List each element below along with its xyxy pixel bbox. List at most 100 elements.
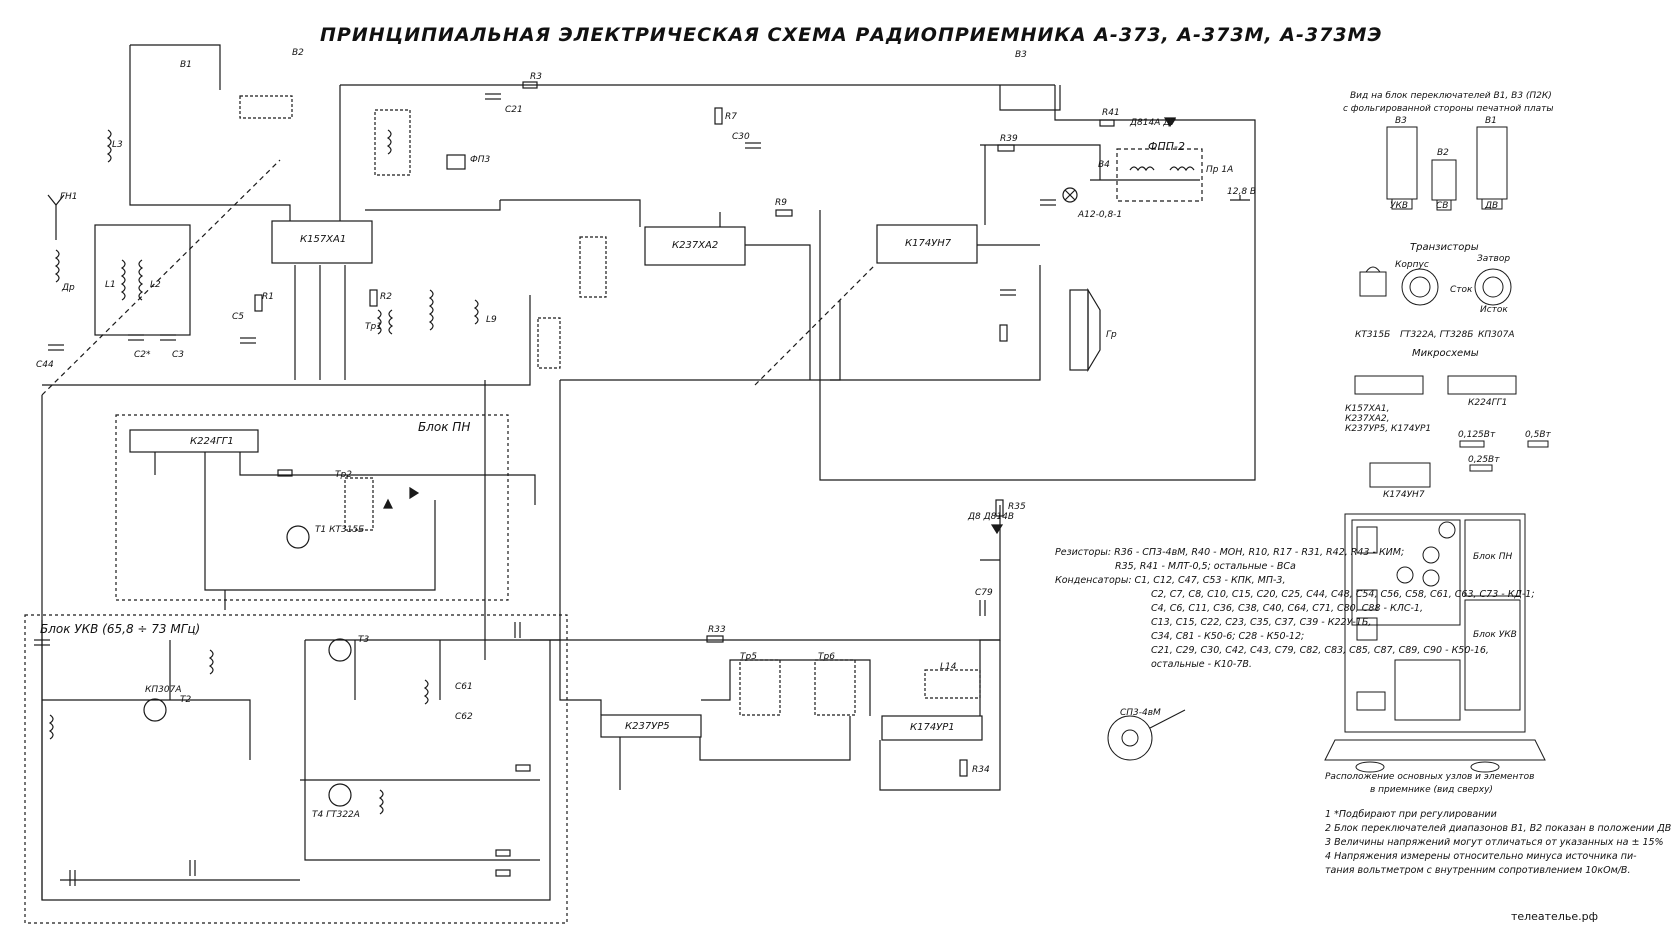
ic-u6-label: К174УН7 [905,238,952,249]
cap-c30-label: С30 [732,132,750,142]
switch-b3-title: В3 [1395,116,1407,126]
capacitors-line-5: С34, С81 - К50-6; С28 - К50-12; [1151,631,1305,642]
footnote-3: 3 Величины напряжений могут отличаться о… [1325,837,1664,848]
microchip-group-b: К224ГГ1 [1468,398,1508,408]
ic-u1-body [271,220,373,264]
footnote-4: 4 Напряжения измерены относительно минус… [1325,851,1637,862]
block-ukv-label: Блок УКВ (65,8 ÷ 73 МГц) [40,622,201,636]
zatvor-label: Затвор [1477,254,1511,264]
transistor-kt315-label: КТ315Б [1355,330,1391,340]
tp5-label: Тр5 [740,652,757,662]
choke-label: Др [62,283,75,293]
switch-b1-title: В1 [1485,116,1497,126]
res-r3-label: R3 [530,72,542,82]
res-r1-label: R1 [262,292,274,302]
cap-c61-label: С61 [455,682,473,692]
band-dv-label: ДВ [1485,201,1499,211]
resistors-line-2: R35, R41 - МЛТ-0,5; остальные - ВСа [1115,561,1296,572]
transistor-kp307-label: КП307А [1478,330,1515,340]
capacitors-line-3: С4, С6, С11, С36, С38, С40, С64, С71, С8… [1151,603,1423,614]
component-specs: Резисторы: R36 - СП3-4вМ, R40 - МОН, R10… [1055,546,1535,672]
placement-block-ukv: Блок УКВ [1473,630,1517,640]
fuse-label: Пр 1А [1206,165,1234,175]
microchip-group-c: К174УН7 [1383,490,1425,500]
switch-b1-label: В1 [180,60,192,70]
ic-u5-body [881,715,983,741]
ic-u2-body [644,226,746,266]
fet-label: КП307А [145,685,182,695]
block-ukv-frame [24,614,568,924]
antenna-label: ГН1 [60,192,78,202]
footnote-4-cont: тания вольтметром с внутренним сопротивл… [1325,865,1631,876]
cap-c62-label: С62 [455,712,473,722]
resistors-heading: Резисторы: [1055,547,1112,558]
capacitors-line-6: С21, С29, С30, С42, С43, С79, С82, С83, … [1151,645,1489,656]
placement-block-pn: Блок ПН [1473,552,1513,562]
res-r41-label: R41 [1102,108,1120,118]
resistor-0125w-label: 0,125Вт [1458,430,1496,440]
coil-l1-label: L1 [105,280,116,290]
watermark: телеателье.рф [1510,910,1598,923]
block-pn-frame [115,414,509,601]
placement-caption-1: Расположение основных узлов и элементов [1325,772,1535,782]
ic-u2-label: К237ХА2 [672,240,719,251]
transistor-t4-label: Т4 ГТ322А [312,810,360,820]
transistor-t1-label: Т1 КТ315Б [315,525,365,535]
coil-l3-label: L3 [112,140,123,150]
switch-b3-label: В3 [1015,50,1027,60]
speaker-label: Гр [1106,330,1117,340]
coil-l2-label: L2 [150,280,161,290]
ic-u3-body [129,429,259,453]
schematic-title: ПРИНЦИПИАЛЬНАЯ ЭЛЕКТРИЧЕСКАЯ СХЕМА РАДИО… [320,24,1383,46]
transistor-t2-label: Т2 [180,695,192,705]
res-r9-label: R9 [775,198,787,208]
tp2-label: Тр2 [335,470,352,480]
istok-label: Исток [1480,305,1508,315]
diode-d8-label: Д8 Д814В [968,512,1015,522]
transistor-t3-label: Т3 [358,635,370,645]
res-r39-label: R39 [1000,134,1018,144]
diode-d7-label: Д814А Д7 [1130,118,1176,128]
cap-c3-label: С3 [172,350,185,360]
ic-u5-label: К174УР1 [910,722,955,733]
footnote-2: 2 Блок переключателей диапазонов В1, В2 … [1325,823,1671,834]
ic-u4-label: К237УР5 [625,721,670,732]
supply-voltage-label: 12,8 В [1227,187,1257,197]
switch-b2-label: В2 [292,48,304,58]
capacitors-line-7: остальные - К10-7В. [1151,659,1252,670]
schematic-drawing [24,44,1549,924]
potentiometer-label: СП3-4вМ [1120,708,1161,718]
footnote-1: 1 *Подбирают при регулировании [1325,809,1497,820]
transistor-gt322-label: ГТ322А, ГТ328Б [1400,330,1474,340]
cap-c21-label: С21 [505,105,523,115]
tp1-label: Тр1 [365,322,382,332]
tp6-label: Тр6 [818,652,835,662]
res-r2-label: R2 [380,292,392,302]
microchip-group-a: К157ХА1, К237ХА2, К237УР5, К174УР1 [1345,404,1432,434]
capacitors-line-2: С2, С7, С8, С10, С15, С20, С25, С44, С48… [1151,589,1535,600]
coil-l14-label: L14 [940,662,957,672]
block-pn-label: Блок ПН [418,420,471,434]
capacitors-line-1: С1, С12, С47, С53 - КПК, МП-3, [1134,575,1286,586]
microchips-heading: Микросхемы [1412,348,1479,359]
resistor-025w-label: 0,25Вт [1468,455,1500,465]
resistor-05w-label: 0,5Вт [1525,430,1551,440]
res-r34-label: R34 [972,765,990,775]
ic-u4-body [600,714,702,738]
capacitors-heading: Конденсаторы: [1055,575,1132,586]
transistors-heading: Транзисторы [1410,242,1479,253]
res-r33-label: R33 [708,625,726,635]
placement-caption-2: в приемнике (вид сверху) [1370,785,1493,795]
filter-fp3-label: ФП3 [470,155,491,165]
res-r7-label: R7 [725,112,737,122]
cap-c44-label: С44 [36,360,54,370]
cap-c5-label: С5 [232,312,245,322]
cap-c79-label: С79 [975,588,993,598]
switch-b2-title: В2 [1437,148,1449,158]
band-ukv-label: УКВ [1390,201,1409,211]
fpp-label: ФПП-2 [1148,140,1185,153]
ic-u3-label: К224ГГ1 [190,436,234,447]
band-sv-label: СВ [1436,201,1449,211]
footnotes: 1 *Подбирают при регулировании 2 Блок пе… [1325,808,1671,878]
stok-label: Сток [1450,285,1473,295]
